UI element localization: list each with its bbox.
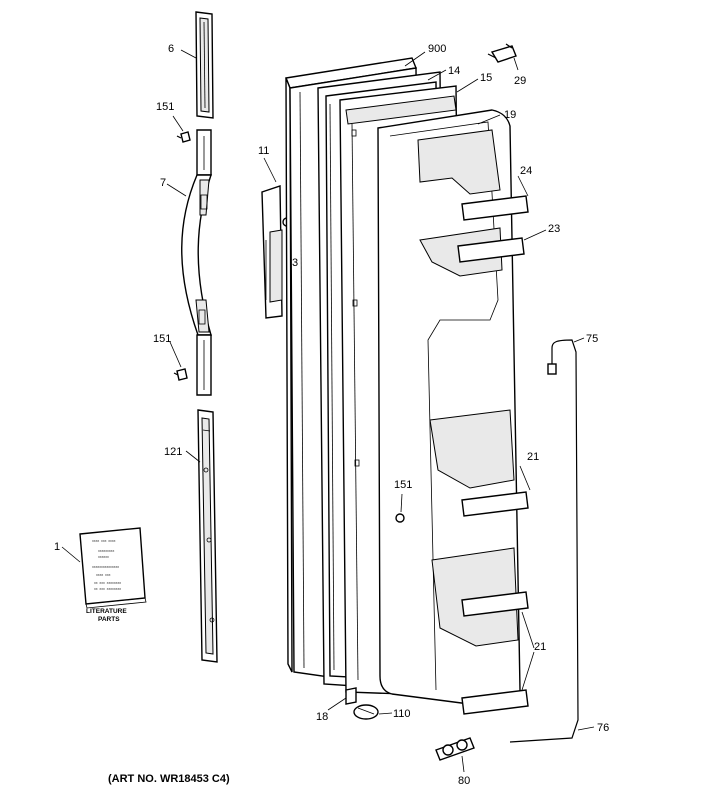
literature-line2: PARTS [98,616,120,623]
part-151-screw-liner [395,513,405,523]
callout-151-top: 151 [156,101,174,113]
part-151-screw-top [176,131,191,143]
svg-text:XXXXXXXXXXXXXXX: XXXXXXXXXXXXXXX [92,565,119,569]
part-75-wire-assembly [509,339,579,743]
callout-21-upper: 21 [527,451,539,463]
part-151-screw-mid [173,368,188,381]
callout-21-lower: 21 [534,641,546,653]
callout-110: 110 [393,708,411,720]
part-121-bottom-trim [197,409,218,663]
literature-line1: LITERATURE [86,608,127,615]
svg-text:XXXX XXX: XXXX XXX [96,573,111,577]
callout-151-liner: 151 [394,479,412,491]
part-29-clip [487,43,517,63]
part-110-cap [353,704,379,720]
callout-80: 80 [458,775,470,787]
callout-18: 18 [316,711,328,723]
svg-text:XXXX XXX XXXX: XXXX XXX XXXX [92,539,116,543]
svg-text:XXXXXXXXX: XXXXXXXXX [98,549,114,553]
svg-text:XXXXXX: XXXXXX [98,555,109,559]
part-19-door-liner [377,109,529,715]
callout-121: 121 [164,446,182,458]
svg-text:XX XXX XXXXXXXX: XX XXX XXXXXXXX [94,581,121,585]
callout-24: 24 [520,165,532,177]
part-80-fitting [435,737,475,761]
part-11-hinge-bracket [261,185,292,319]
callout-23: 23 [548,223,560,235]
callout-15: 15 [480,72,492,84]
part-1-literature-booklet: XXXX XXX XXXX XXXXXXXXX XXXXXX XXXXXXXXX… [79,527,147,609]
callout-900: 900 [428,43,446,55]
callout-76: 76 [597,722,609,734]
part-6-top-trim [195,11,214,119]
callout-151-mid: 151 [153,333,171,345]
callout-7: 7 [160,177,166,189]
callout-29: 29 [514,75,526,87]
part-7-handle [181,129,212,396]
callout-1: 1 [54,541,60,553]
svg-text:XX XXX XXXXXXXX: XX XXX XXXXXXXX [94,587,121,591]
art-number: (ART NO. WR18453 C4) [108,773,230,785]
part-18-clip [345,687,357,705]
callout-6: 6 [168,43,174,55]
callout-3: 3 [292,257,298,269]
callout-75: 75 [586,333,598,345]
callout-14: 14 [448,65,460,77]
callout-19: 19 [504,109,516,121]
callout-11: 11 [258,145,269,157]
